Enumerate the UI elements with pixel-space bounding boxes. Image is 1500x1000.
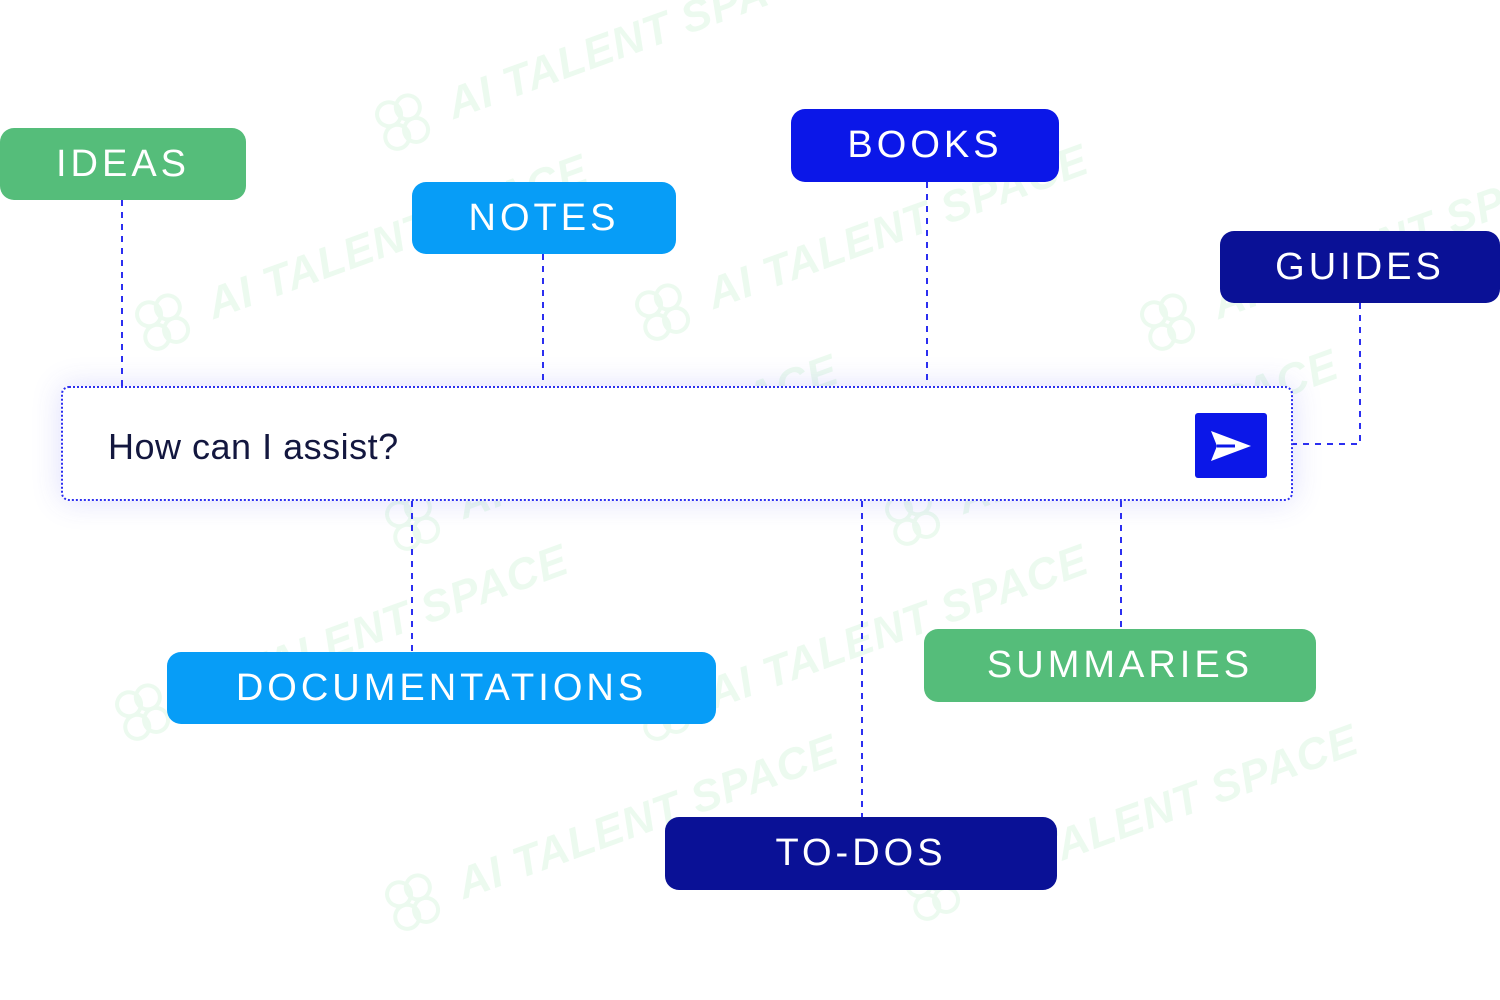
connector-guides bbox=[1293, 303, 1361, 445]
tag-ideas[interactable]: IDEAS bbox=[0, 128, 246, 200]
tag-books[interactable]: BOOKS bbox=[791, 109, 1059, 182]
tag-summaries[interactable]: SUMMARIES bbox=[924, 629, 1316, 702]
brain-logo-icon bbox=[635, 283, 691, 341]
brain-logo-icon bbox=[135, 293, 191, 351]
brain-logo-icon bbox=[375, 93, 431, 151]
tag-notes[interactable]: NOTES bbox=[412, 182, 676, 254]
brain-logo-icon bbox=[385, 873, 441, 931]
tag-documentations[interactable]: DOCUMENTATIONS bbox=[167, 652, 716, 724]
send-button[interactable] bbox=[1195, 413, 1267, 478]
brain-logo-icon bbox=[1140, 293, 1196, 351]
send-arrow-icon bbox=[1211, 430, 1251, 461]
prompt-input[interactable]: How can I assist? bbox=[61, 386, 1293, 501]
watermark-text: AI TALENT SPACE bbox=[440, 0, 835, 129]
tag-todos[interactable]: TO-DOS bbox=[665, 817, 1057, 890]
watermark: AI TALENT SPACE bbox=[358, 0, 839, 168]
prompt-placeholder: How can I assist? bbox=[108, 426, 399, 467]
tag-guides[interactable]: GUIDES bbox=[1220, 231, 1500, 303]
